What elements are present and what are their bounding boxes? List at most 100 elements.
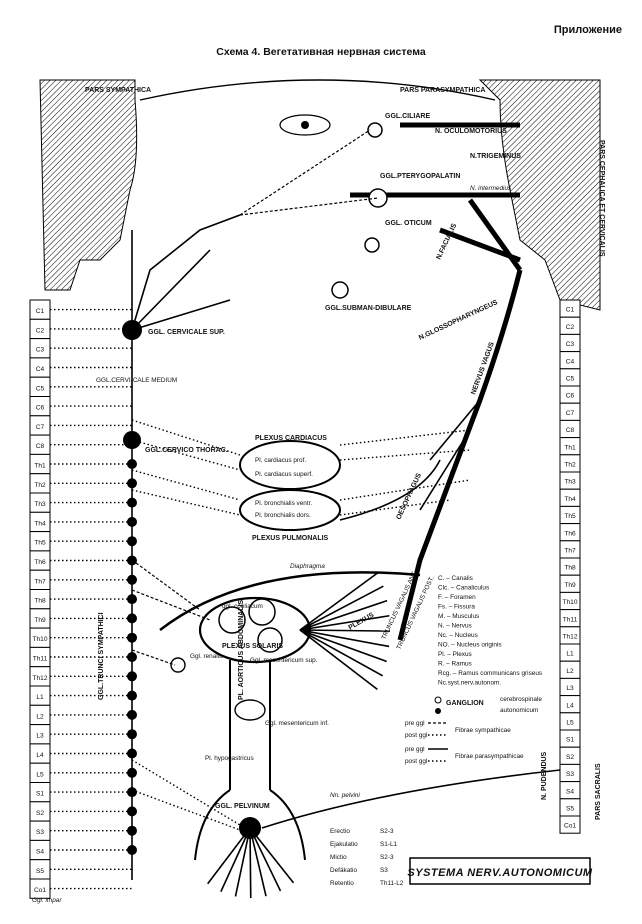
splanchnic-fibre	[131, 559, 201, 611]
n-facialis-label: N.FACIALIS	[435, 222, 458, 261]
segment-right-label: C7	[566, 410, 575, 417]
pl-cardiacus-prof-label: Pl. cardiacus prof.	[255, 457, 306, 464]
segment-right-s4: S4	[559, 781, 581, 800]
segment-left-label: S4	[36, 849, 44, 856]
n-oculomotorius-label: N. OCULOMOTORIUS	[435, 128, 507, 135]
legend-ganglion-type-2: autonomicum	[500, 707, 538, 714]
ggl-ciliare-node	[367, 122, 383, 138]
segment-right-label: S3	[566, 771, 574, 778]
segment-right-label: C1	[566, 307, 575, 314]
segment-right-th6: Th6	[559, 523, 581, 542]
legend-entry: Clc. – Canaliculus	[438, 585, 489, 592]
reflex-retentio-seg: Th11-L2	[380, 880, 404, 887]
legend-entry: Pl. – Plexus	[438, 651, 472, 658]
segment-left-label: S3	[36, 829, 44, 836]
segment-right-l3: L3	[559, 677, 581, 697]
segment-left-label: C6	[36, 405, 45, 412]
segment-right-label: L2	[566, 668, 574, 675]
legend-entry: F. – Foramen	[438, 594, 476, 601]
segment-right-co1: Co1	[559, 815, 581, 834]
trunk-ganglion	[127, 709, 137, 720]
segment-right-label: Th3	[564, 479, 576, 486]
segment-left-label: C2	[36, 327, 45, 334]
segment-right-label: Th10	[562, 599, 577, 606]
segment-right-cell	[559, 815, 581, 834]
fibre-key-1: pre ggl	[405, 720, 425, 727]
trunk-ganglion	[127, 594, 137, 605]
pars-parasympathica-label: PARS PARASYMPATHICA	[400, 87, 485, 94]
trunk-ganglion	[127, 787, 137, 798]
segment-left-l1: L1	[29, 685, 51, 706]
eye-outline	[279, 114, 331, 136]
segment-left-c7: C7	[29, 415, 51, 436]
cardio-fibre	[131, 469, 241, 501]
segment-right-label: C2	[566, 324, 575, 331]
segment-left-label: Th8	[34, 598, 46, 605]
pelvic-branch	[249, 827, 295, 884]
segment-left-label: Th3	[34, 501, 46, 508]
legend-entry: NO. – Nucleus originis	[438, 642, 502, 649]
n-intermedius-label: N. intermedius	[470, 185, 512, 192]
legend-fibres: pre ggl post ggl Fibrae sympathicae pre …	[405, 720, 524, 765]
reflex-mictio: Mictio	[330, 854, 347, 861]
solar-branch	[299, 629, 384, 677]
ggl-cervicothoracicum-label: GGL.CERVICO THORAC.	[145, 447, 228, 454]
trunk-ganglion	[127, 459, 137, 469]
ggl-impar-label: Ggl. impar	[32, 897, 62, 904]
pars-cephalica-label: PARS CEPHALICA ET CERVICALIS	[598, 140, 605, 257]
legend-ganglion: GANGLION cerebrospinale autonomicum	[434, 696, 542, 714]
segment-right-c5: C5	[559, 368, 581, 387]
trunk-ganglion	[127, 574, 137, 585]
segment-right-th4: Th4	[559, 488, 581, 507]
segment-left-label: C5	[36, 385, 45, 392]
eye-pupil	[301, 121, 309, 129]
pl-hypogastricus-label: Pl. hypogastricus	[205, 755, 254, 762]
segment-left-c8: C8	[29, 434, 51, 455]
carotid-internus-branch	[131, 214, 241, 331]
segment-right-label: Th12	[562, 633, 577, 640]
pelvic-branch	[234, 827, 251, 897]
pelvic-branch	[249, 827, 282, 892]
segment-right-th2: Th2	[559, 454, 581, 473]
pars-sacralis-label: PARS SACRALIS	[595, 763, 602, 820]
systema-title: SYSTEMA NERV.AUTONOMICUM	[407, 867, 593, 879]
segment-left-th11: Th11	[29, 646, 51, 668]
segment-right-s2: S2	[559, 746, 581, 765]
trunk-ganglion	[127, 671, 137, 682]
truncus-vagalis-ant-label: TRUNCUS VAGALIS ANT.	[380, 570, 418, 641]
skull-right-hatch	[478, 79, 601, 311]
segment-left-l3: L3	[29, 724, 51, 745]
systema-title-box	[409, 857, 591, 885]
fibre-key-4: post ggl	[405, 758, 427, 765]
segment-left-c4: C4	[29, 357, 51, 378]
ggl-ciliare-label: GGL.CILIARE	[385, 113, 430, 120]
plexus-pulmonalis-oval	[239, 489, 341, 531]
segment-left-label: Th1	[34, 463, 46, 470]
segment-right-label: S2	[566, 754, 574, 761]
segment-right-c1: C1	[559, 299, 581, 318]
plexus-solaris-label: PLEXUS SOLARIS	[222, 643, 283, 650]
trunk-ganglion	[127, 825, 137, 836]
pelvic-radiating-fibres	[131, 759, 295, 899]
segment-right-label: C4	[566, 358, 575, 365]
plexus-cardiacus-label: PLEXUS CARDIACUS	[255, 435, 327, 442]
segment-right-th8: Th8	[559, 557, 581, 576]
pars-sympathica-label: PARS SYMPATHICA	[85, 87, 151, 94]
oesophagus-label: OESOPHAGUS	[395, 472, 423, 521]
trunk-ganglion	[127, 652, 137, 662]
ggl-pterygopalatinum-node	[368, 188, 388, 208]
ganglion-autonomicum-icon	[435, 708, 441, 714]
trunk-ganglion	[127, 478, 137, 489]
trunk-ganglion	[127, 748, 137, 759]
ggl-pterygopalatinum-label: GGL.PTERYGOPALATIN	[380, 173, 460, 180]
segment-right-s3: S3	[559, 763, 581, 783]
segment-right-c6: C6	[559, 385, 581, 404]
ggl-mesentericum-sup-node	[257, 627, 283, 653]
segment-right-th9: Th9	[559, 574, 581, 593]
solar-branch	[299, 571, 379, 631]
ggl-submandibulare-node	[331, 281, 349, 299]
segment-left-label: Th5	[34, 540, 46, 547]
segment-left-label: Th11	[33, 656, 48, 663]
